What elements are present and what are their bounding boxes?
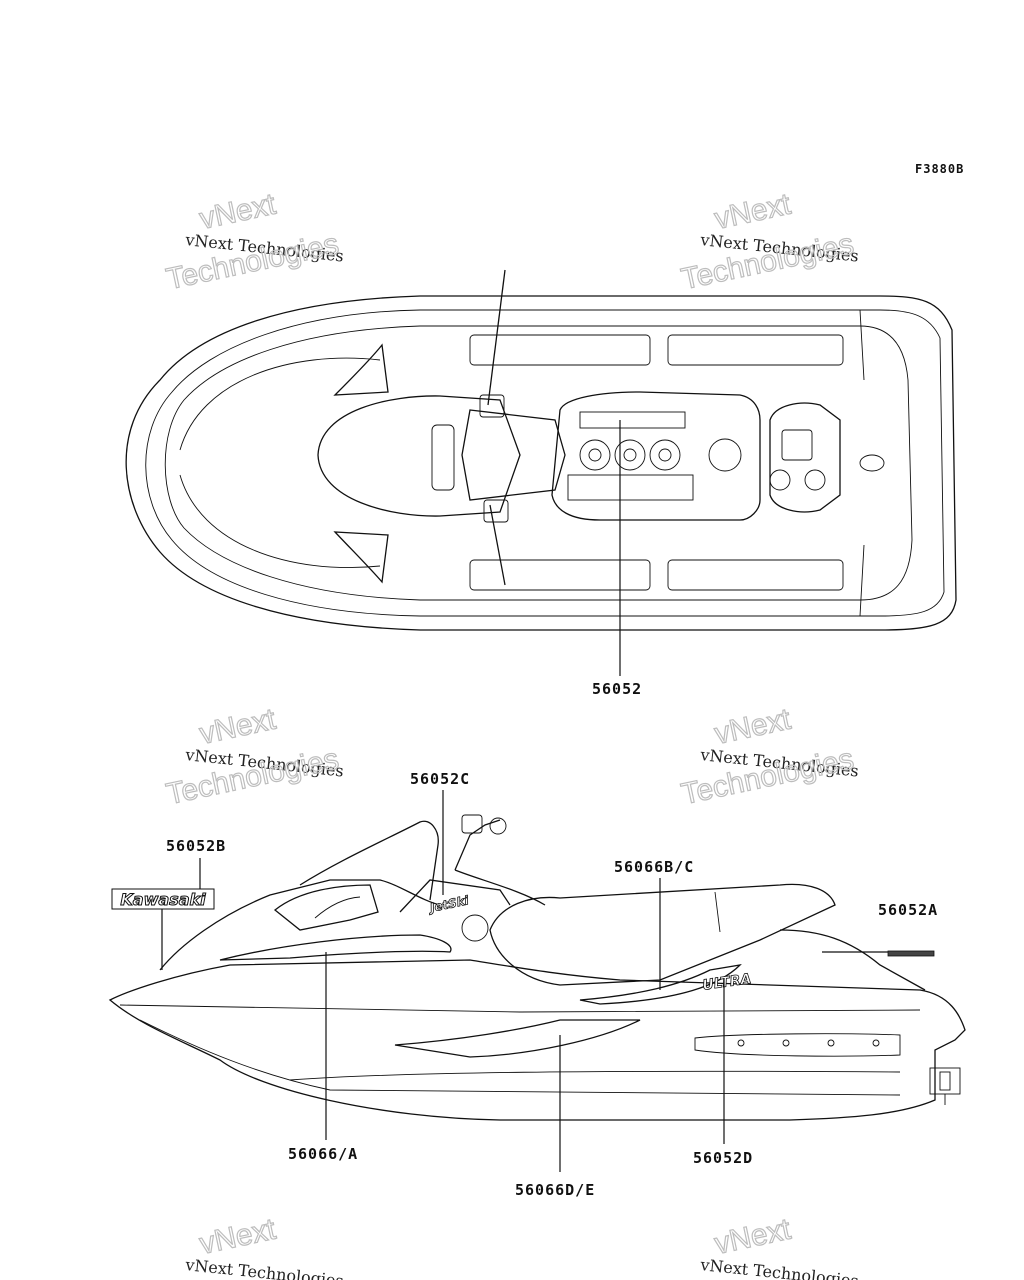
svg-text:vNext: vNext	[197, 703, 280, 751]
svg-text:JetSki: JetSki	[427, 893, 471, 915]
part-label-56066de: 56066D/E	[515, 1181, 595, 1199]
svg-text:vNext: vNext	[712, 703, 795, 751]
svg-text:vNext: vNext	[197, 188, 280, 236]
decal-kawasaki: Kawasaki	[111, 888, 215, 910]
figure-code: F3880B	[915, 162, 964, 176]
watermark-top-left: vNext vNext Technologies Technologies	[163, 187, 345, 297]
svg-text:vNext: vNext	[712, 188, 795, 236]
svg-text:vNext: vNext	[197, 1213, 280, 1261]
decal-strip-56052a	[887, 950, 935, 957]
watermark-bottom-left: vNext vNext Technologies	[184, 1212, 345, 1280]
watermark-bottom-right: vNext vNext Technologies	[699, 1212, 860, 1280]
part-label-56052c: 56052C	[410, 770, 470, 788]
part-label-56066bc: 56066B/C	[614, 858, 694, 876]
watermark-top-right: vNext vNext Technologies Technologies	[678, 187, 860, 297]
svg-text:vNext Technologies: vNext Technologies	[699, 1255, 860, 1280]
svg-text:Kawasaki: Kawasaki	[120, 890, 206, 909]
svg-text:vNext Technologies: vNext Technologies	[184, 1255, 345, 1280]
part-label-56052a: 56052A	[878, 901, 938, 919]
watermark-mid-right: vNext vNext Technologies Technologies	[678, 702, 860, 812]
svg-text:vNext: vNext	[712, 1213, 795, 1261]
top-view-jetski	[125, 269, 957, 631]
part-label-56052d: 56052D	[693, 1149, 753, 1167]
side-view-jetski	[108, 814, 966, 1121]
svg-text:ULTRA: ULTRA	[701, 971, 752, 994]
decal-ultra: ULTRA	[701, 971, 753, 994]
part-label-56052b: 56052B	[166, 837, 226, 855]
part-label-56052: 56052	[592, 680, 642, 698]
watermark-mid-left: vNext vNext Technologies Technologies	[163, 702, 345, 812]
decal-jetski: JetSki	[426, 893, 471, 916]
part-label-56066a: 56066/A	[288, 1145, 358, 1163]
